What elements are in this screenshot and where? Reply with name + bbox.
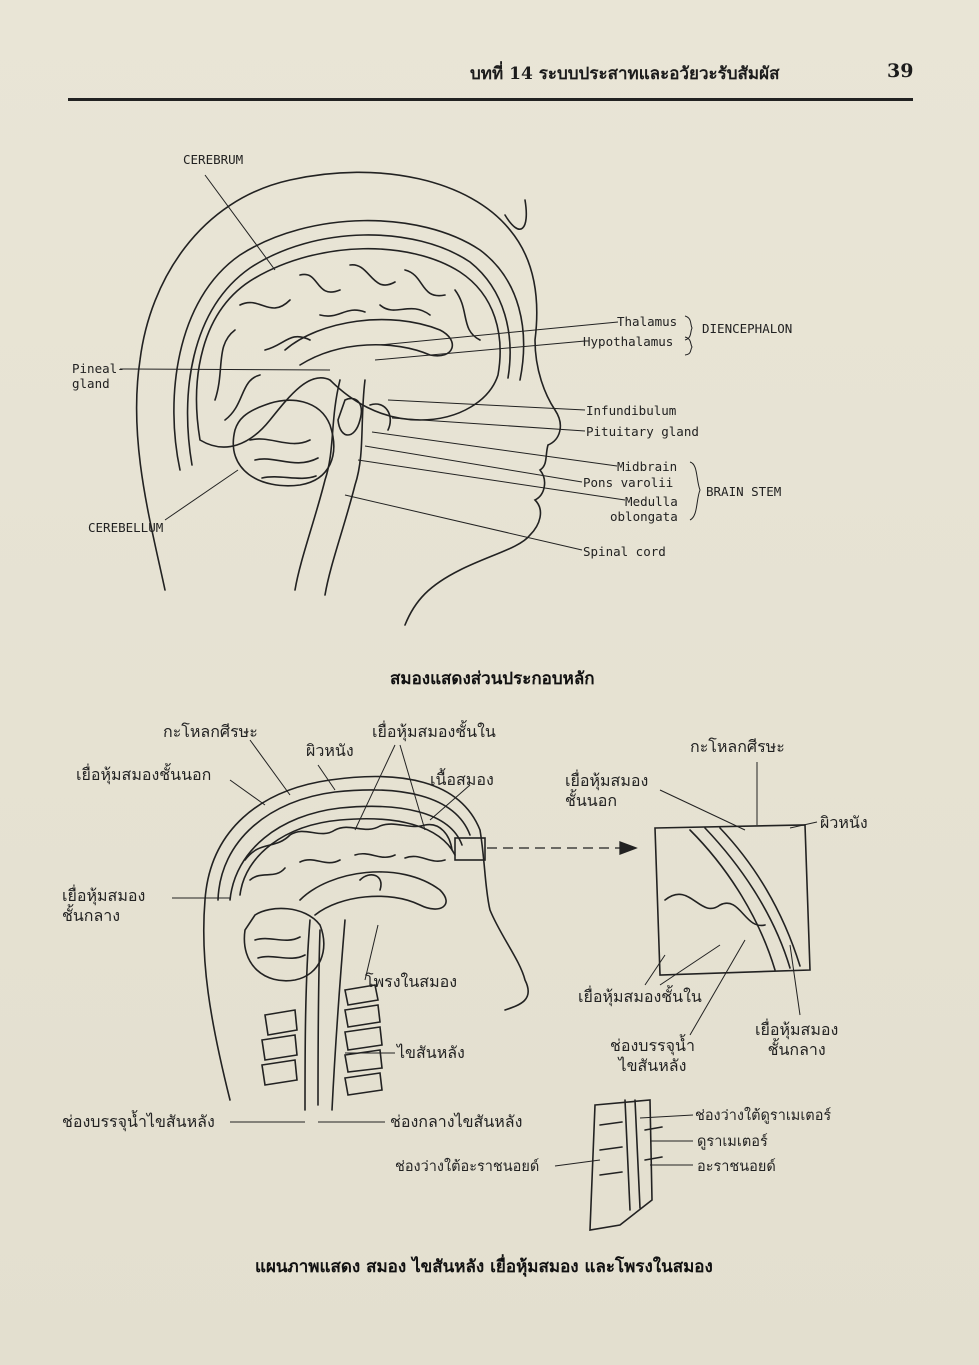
page-number: 39: [887, 60, 914, 82]
inset-label-skull: กะโหลกศีรษะ: [690, 737, 785, 756]
inset-label-csf-space: ช่องบรรจุน้ำ ไขสันหลัง: [610, 1036, 695, 1075]
inset-label-skin: ผิวหนัง: [820, 813, 868, 832]
inset-label-arachnoid: เยื่อหุ้มสมอง ชั้นกลาง: [755, 1020, 839, 1059]
spine-label-subdural: ช่องว่างใต้ดูราเมเตอร์: [695, 1108, 832, 1124]
spine-label-arachnoid: อะราชนอยด์: [697, 1159, 776, 1175]
label-hypothalamus: Hypothalamus: [583, 334, 674, 349]
spine-label-dura: ดูราเมเตอร์: [697, 1134, 768, 1150]
label-thalamus: Thalamus: [617, 314, 678, 329]
label-central-canal: ช่องกลางไขสันหลัง: [390, 1112, 523, 1131]
label-dura-mater: เยื่อหุ้มสมองชั้นนอก: [76, 765, 212, 784]
label-pineal-gland: Pineal- gland: [72, 361, 125, 391]
label-diencephalon: DIENCEPHALON: [702, 321, 793, 336]
label-brain-stem: BRAIN STEM: [706, 484, 782, 499]
label-skull: กะโหลกศีรษะ: [163, 722, 258, 741]
label-ventricle: โพรงในสมอง: [365, 972, 458, 991]
figure2-caption: แผนภาพแสดง สมอง ไขสันหลัง เยื่อหุ้มสมอง …: [255, 1257, 713, 1277]
spine-label-subarachnoid: ช่องว่างใต้อะราชนอยด์: [395, 1159, 540, 1175]
inset-label-pia-mater: เยื่อหุ้มสมองชั้นใน: [578, 987, 702, 1006]
figure1-caption: สมองแสดงส่วนประกอบหลัก: [390, 669, 595, 689]
chapter-header: บทที่ 14 ระบบประสาทและอวัยวะรับสัมผัส: [470, 64, 780, 84]
label-pia-mater: เยื่อหุ้มสมองชั้นใน: [372, 722, 496, 741]
label-arachnoid: เยื่อหุ้มสมอง ชั้นกลาง: [62, 886, 146, 925]
label-pituitary-gland: Pituitary gland: [586, 424, 699, 439]
label-skin: ผิวหนัง: [306, 741, 354, 760]
label-cerebellum: CEREBELLUM: [88, 520, 164, 535]
label-cerebrum: CEREBRUM: [183, 152, 244, 167]
label-spinal-cord-th: ไขสันหลัง: [397, 1043, 465, 1062]
label-csf-space: ช่องบรรจุน้ำไขสันหลัง: [62, 1112, 215, 1131]
label-infundibulum: Infundibulum: [586, 403, 677, 418]
header-rule: [68, 98, 913, 101]
label-midbrain: Midbrain: [617, 459, 678, 474]
label-pons-varolii: Pons varolii: [583, 475, 674, 490]
label-spinal-cord: Spinal cord: [583, 544, 666, 559]
label-medulla-oblongata: Medulla oblongata: [610, 494, 678, 524]
inset-label-dura-mater: เยื่อหุ้มสมอง ชั้นนอก: [565, 771, 649, 810]
label-brain-tissue: เนื้อสมอง: [430, 770, 494, 789]
